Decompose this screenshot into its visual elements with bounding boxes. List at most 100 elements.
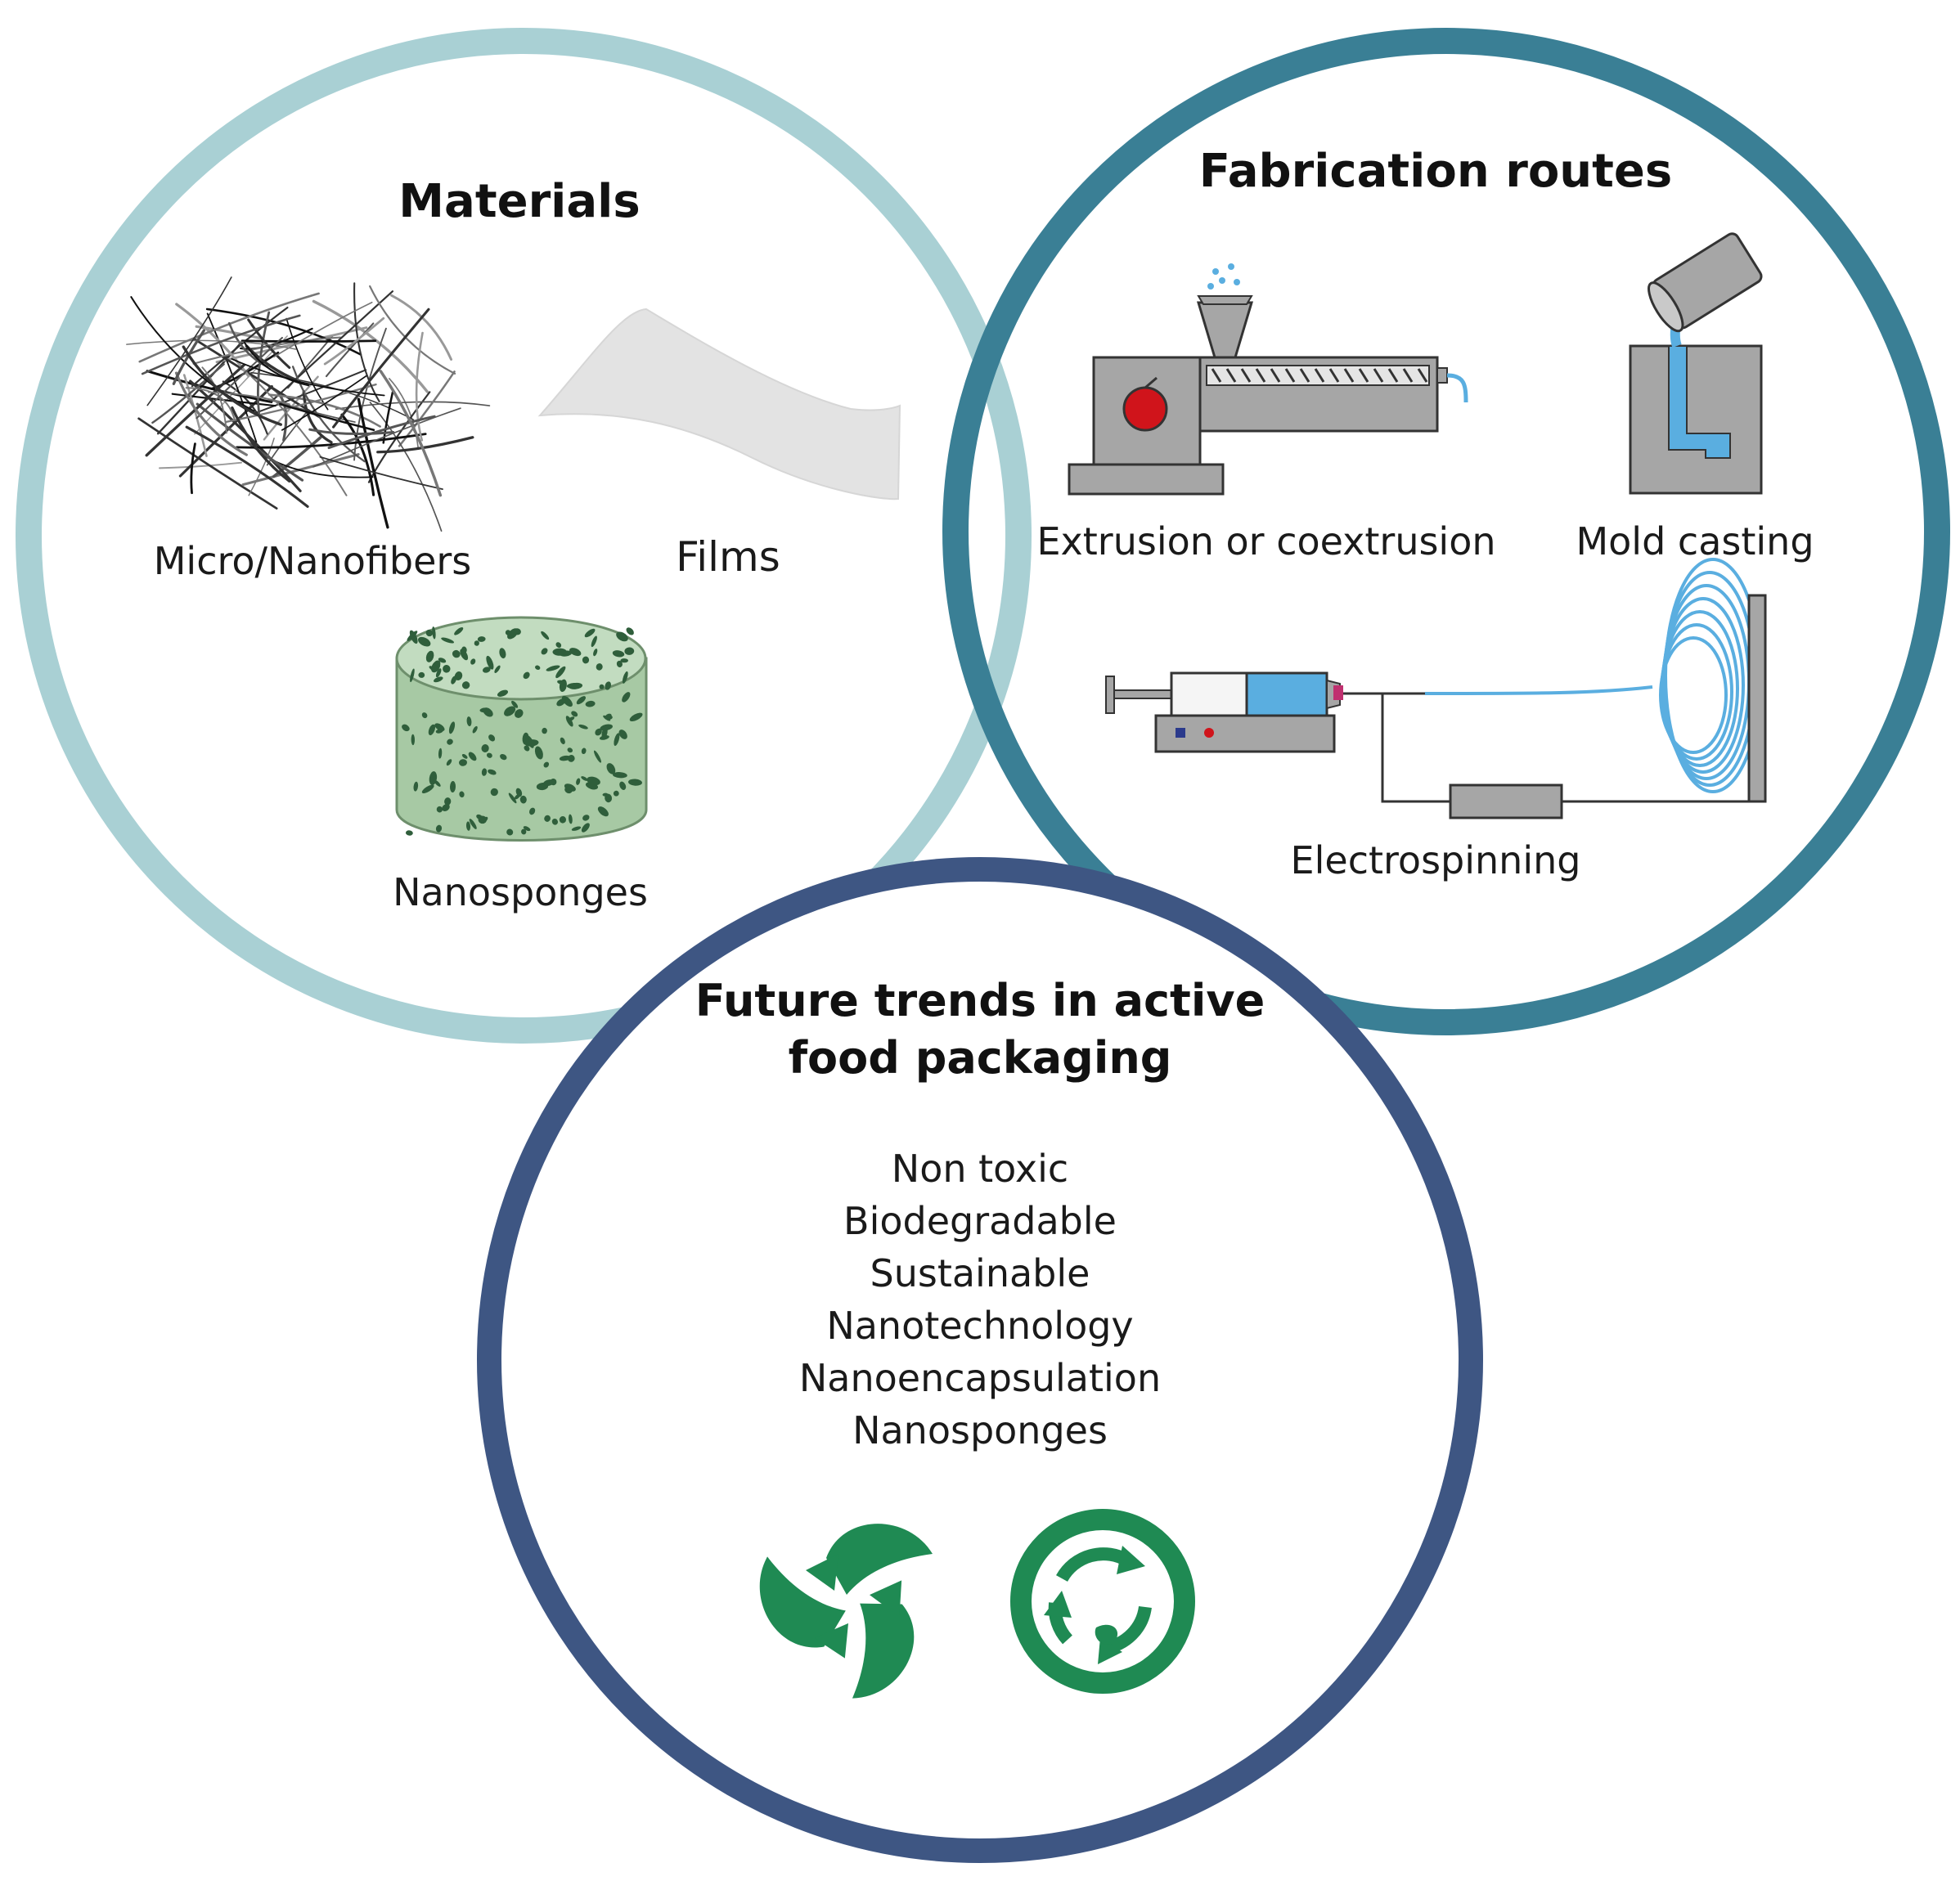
fiber-strand: [225, 383, 377, 424]
sponge-pore: [606, 763, 616, 774]
sponge-pore: [597, 806, 609, 817]
sponge-pore: [446, 759, 452, 766]
fiber-strand: [182, 374, 208, 457]
sponge-pore: [555, 642, 562, 649]
sponge-pore: [438, 747, 443, 759]
sponge-pore: [591, 635, 597, 648]
mold-casting-icon: [1629, 232, 1763, 495]
sponge-pore: [582, 815, 590, 821]
sponge-pore: [552, 648, 568, 656]
sponge-pore: [559, 816, 567, 824]
sponge-pore: [560, 737, 565, 745]
fabrication-ring: [942, 28, 1950, 1035]
sponge-pore: [477, 636, 486, 642]
fiber-strand: [196, 402, 304, 482]
recycle-circle-icon: [1010, 1509, 1195, 1694]
fiber-strand: [272, 436, 322, 478]
sponge-pore: [612, 650, 625, 658]
sponge-pore: [452, 649, 461, 658]
sponge-pore: [567, 747, 573, 753]
nanosponge-icon: [395, 616, 648, 842]
fiber-strand: [190, 442, 196, 495]
fiber-strand: [323, 316, 385, 366]
screw-thread: [1387, 368, 1399, 383]
sponge-pore: [618, 730, 627, 739]
sponge-pore: [581, 776, 588, 781]
sponge-pore: [616, 660, 623, 667]
sponge-pore: [614, 733, 620, 747]
electrospinning-icon: [1105, 558, 1767, 819]
sponge-pore: [511, 700, 519, 708]
sponge-pore: [599, 684, 605, 689]
fiber-strand: [137, 417, 278, 510]
trends-title-line2: food packaging: [789, 1032, 1172, 1084]
sponge-pore: [468, 752, 477, 761]
fiber-strand: [353, 327, 387, 461]
fiber-strand: [332, 308, 430, 429]
sponge-pore: [624, 647, 635, 655]
fiber-strand: [241, 339, 377, 343]
fiber-strand: [196, 336, 283, 420]
trend-item: Biodegradable: [843, 1199, 1117, 1243]
recycle-leaves-icon: [759, 1524, 933, 1699]
fiber-strand: [325, 322, 375, 378]
sponge-pore: [555, 666, 566, 679]
sponge-pore: [406, 830, 413, 836]
materials-ring: [16, 28, 1032, 1044]
sponge-pore: [569, 814, 573, 824]
sponge-pore: [584, 628, 596, 638]
fiber-strand: [174, 371, 248, 456]
screw-thread: [1270, 368, 1281, 383]
sponge-pore: [488, 734, 496, 742]
fiber-strand: [236, 433, 427, 449]
sponge-pore: [506, 828, 514, 836]
sponge-pore: [593, 750, 602, 763]
sponge-pore: [599, 735, 609, 740]
sponge-pore: [436, 806, 443, 813]
fabrication-title: Fabrication routes: [1199, 145, 1672, 198]
sponge-pore: [566, 682, 582, 689]
sponge-pore: [494, 665, 501, 673]
sponge-pore: [402, 724, 410, 732]
screw-thread: [1328, 368, 1340, 383]
sponge-pore: [543, 761, 550, 768]
sponge-pore: [447, 738, 453, 745]
sponge-pore: [448, 721, 456, 734]
fiber-strand: [367, 391, 431, 483]
materials-title: Materials: [398, 175, 640, 228]
sponge-pore: [602, 792, 609, 797]
sponge-pore: [499, 648, 506, 659]
sponge-pore: [542, 727, 547, 734]
fiber-strand: [253, 369, 367, 415]
fiber-strand: [308, 428, 395, 435]
sponge-pore: [461, 681, 470, 689]
sponge-pore: [541, 631, 550, 640]
fiber-strand: [207, 391, 290, 406]
trend-item: Nanosponges: [852, 1408, 1108, 1452]
sponge-pore: [519, 795, 527, 804]
sponge-pore: [474, 640, 479, 646]
sponge-pore: [628, 779, 642, 786]
sponge-pore: [515, 788, 523, 797]
sponge-pore: [581, 747, 587, 755]
sponge-pore: [421, 712, 428, 719]
sponge-pore: [444, 797, 452, 806]
sponge-pore: [605, 681, 611, 690]
fiber-strand: [151, 363, 225, 424]
sponge-pore: [578, 724, 588, 730]
sponge-pore: [488, 769, 497, 775]
sponge-pore: [421, 784, 434, 794]
sponge-pore: [569, 648, 582, 657]
sponge-pore: [505, 630, 511, 635]
fiber-strand: [141, 314, 301, 375]
fiber-strand: [250, 375, 348, 496]
sponge-pore: [546, 665, 560, 671]
sponge-pore: [410, 668, 415, 683]
sponge-pore: [613, 790, 619, 797]
sponge-pore: [551, 819, 559, 825]
sponge-pore: [460, 649, 469, 661]
fibers-label: Micro/Nanofibers: [154, 539, 472, 583]
extrusion-label: Extrusion or coextrusion: [1036, 519, 1495, 563]
sponge-pore: [596, 663, 603, 671]
